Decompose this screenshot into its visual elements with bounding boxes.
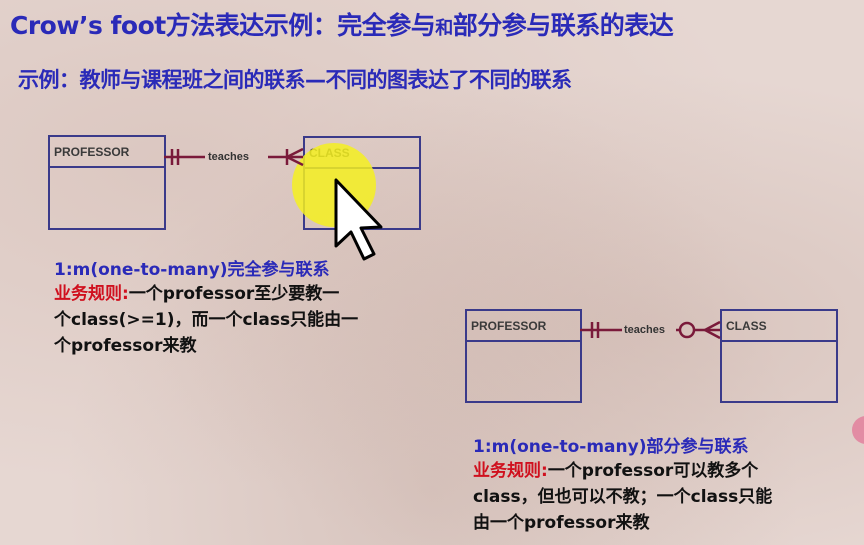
- rule-line: 个class(>=1)，而一个class只能由一: [54, 310, 359, 330]
- entity-label: PROFESSOR: [50, 137, 164, 168]
- corner-decoration: [852, 416, 864, 444]
- mouse-pointer-icon: [334, 178, 383, 261]
- rule-line: class，但也可以不教；一个class只能: [473, 487, 773, 507]
- entity-professor-1: PROFESSOR: [48, 135, 166, 230]
- rule-label: 业务规则:: [54, 284, 129, 304]
- entity-label: CLASS: [722, 311, 836, 342]
- rule-line: 一个professor可以教多个: [547, 461, 759, 481]
- rule-line: 由一个professor来教: [473, 513, 650, 533]
- relationship-label-2: teaches: [624, 324, 665, 336]
- rule-line: 一个professor至少要教一: [128, 284, 340, 304]
- connector-1: [164, 147, 304, 167]
- diagram2-heading: 1:m(one-to-many)部分参与联系: [473, 437, 749, 457]
- entity-professor-2: PROFESSOR: [465, 309, 582, 403]
- rule-line: 个professor来教: [54, 336, 197, 356]
- entity-label: PROFESSOR: [467, 311, 580, 342]
- entity-class-2: CLASS: [720, 309, 838, 403]
- relationship-label-1: teaches: [208, 151, 249, 163]
- connector-2: [580, 320, 721, 340]
- page-title: Crow’s foot方法表达示例：完全参与和部分参与联系的表达: [10, 11, 674, 40]
- diagram1-business-rule: 业务规则:一个professor至少要教一 个class(>=1)，而一个cla…: [54, 281, 358, 359]
- diagram1-heading: 1:m(one-to-many)完全参与联系: [54, 260, 330, 280]
- rule-label: 业务规则:: [473, 461, 548, 481]
- page-subtitle: 示例：教师与课程班之间的联系—不同的图表达了不同的联系: [18, 68, 572, 92]
- diagram2-business-rule: 业务规则:一个professor可以教多个 class，但也可以不教；一个cla…: [473, 458, 772, 536]
